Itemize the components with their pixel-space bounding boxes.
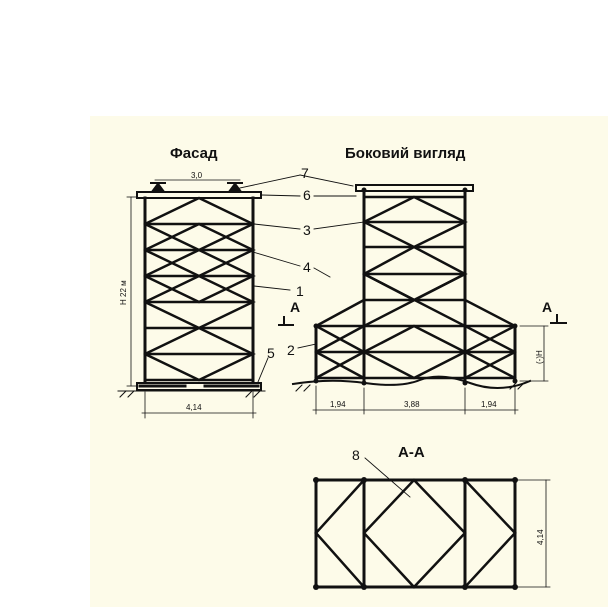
dim-facade-height: Н 22 м xyxy=(119,280,128,305)
facade-dimensions xyxy=(126,179,257,419)
facade-ground-hatch xyxy=(117,390,266,398)
dim-facade-bottom: 4,14 xyxy=(186,403,202,412)
callout-8: 8 xyxy=(352,447,360,463)
callout-5: 5 xyxy=(267,345,275,361)
plan-bracing xyxy=(314,478,517,589)
section-mark-right: А xyxy=(542,299,552,315)
section-title: А-А xyxy=(398,444,425,461)
dim-side-height: (-)Н xyxy=(535,350,544,364)
side-joints xyxy=(313,187,518,386)
callout-3: 3 xyxy=(303,222,311,238)
side-dimensions xyxy=(312,325,549,415)
side-view xyxy=(278,184,567,415)
callout-7: 7 xyxy=(301,165,309,181)
side-view-title: Боковий вигляд xyxy=(345,145,466,162)
facade-title: Фасад xyxy=(170,145,218,162)
section-mark-left: А xyxy=(290,299,300,315)
side-diagonal-bracing xyxy=(314,195,517,380)
facade-base-plate xyxy=(136,382,262,391)
callout-leaders xyxy=(239,174,411,498)
dim-side-right: 1,94 xyxy=(481,400,497,409)
plan-section xyxy=(313,477,551,590)
plan-outline xyxy=(314,478,517,589)
side-top-platform xyxy=(355,184,474,192)
callout-4: 4 xyxy=(303,259,311,275)
facade-view xyxy=(117,179,266,419)
callout-6: 6 xyxy=(303,187,311,203)
jack-icon xyxy=(151,182,242,192)
dim-facade-top: 3,0 xyxy=(191,171,203,180)
callout-2: 2 xyxy=(287,342,295,358)
facade-diagonal-bracing xyxy=(143,196,256,382)
dim-side-left: 1,94 xyxy=(330,400,346,409)
side-ground-line xyxy=(291,375,532,389)
dim-plan-height: 4,14 xyxy=(536,529,545,545)
dim-side-middle: 3,88 xyxy=(404,400,420,409)
section-marks xyxy=(278,314,567,326)
callout-1: 1 xyxy=(296,283,304,299)
